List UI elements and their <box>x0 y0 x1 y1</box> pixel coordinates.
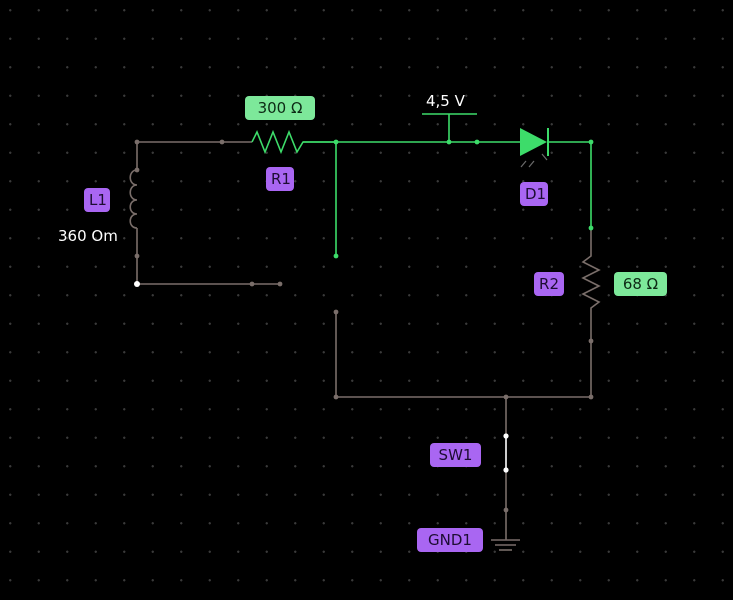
d1-name-label[interactable]: D1 <box>520 182 548 206</box>
r2-name-label[interactable]: R2 <box>534 272 564 296</box>
diode-d1-symbol[interactable] <box>520 128 549 168</box>
inactive-wires <box>136 141 592 540</box>
switch-sw1-symbol[interactable] <box>503 433 509 473</box>
junction-dots <box>134 139 594 513</box>
gnd1-name-label[interactable]: GND1 <box>417 528 483 552</box>
resistor-r1-symbol[interactable] <box>251 129 336 155</box>
source-voltage-label[interactable]: 4,5 V <box>426 92 465 110</box>
sw1-name-label[interactable]: SW1 <box>430 443 481 467</box>
l1-value-label[interactable]: 360 Om <box>58 227 118 245</box>
resistor-r2-symbol[interactable] <box>581 228 601 312</box>
r2-value-label[interactable]: 68 Ω <box>614 272 667 296</box>
active-wires <box>303 113 592 256</box>
r1-value-label[interactable]: 300 Ω <box>245 96 315 120</box>
r1-name-label[interactable]: R1 <box>266 167 294 191</box>
inductor-l1-symbol[interactable] <box>129 169 138 229</box>
l1-name-label[interactable]: L1 <box>84 188 110 212</box>
ground-gnd1-symbol[interactable] <box>491 539 520 551</box>
